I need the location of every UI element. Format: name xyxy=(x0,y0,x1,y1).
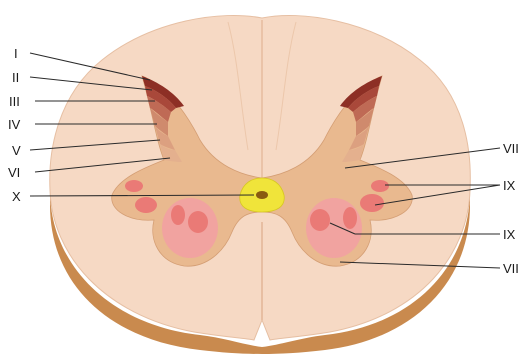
label-I: I xyxy=(14,46,18,61)
motor-nucleus-left-mid xyxy=(135,197,157,213)
motor-nucleus-right-lateral xyxy=(371,180,389,192)
label-II: II xyxy=(12,70,19,85)
label-VII-upper: VII xyxy=(503,141,519,156)
label-VI: VI xyxy=(8,165,20,180)
label-IX-lower: IX xyxy=(503,227,516,242)
motor-nucleus-right-ventral-a xyxy=(343,207,357,229)
central-canal xyxy=(256,191,268,199)
motor-nucleus-right-ventral-b xyxy=(310,209,330,231)
motor-nucleus-right-mid xyxy=(360,194,384,212)
label-X: X xyxy=(12,189,21,204)
label-III: III xyxy=(9,94,20,109)
label-IX-upper: IX xyxy=(503,178,516,193)
label-VII-lower: VII xyxy=(503,261,519,276)
motor-nucleus-left-lateral xyxy=(125,180,143,192)
motor-nucleus-left-ventral-b xyxy=(188,211,208,233)
label-IV: IV xyxy=(8,117,21,132)
motor-nucleus-left-ventral-a xyxy=(171,205,185,225)
label-V: V xyxy=(12,143,21,158)
